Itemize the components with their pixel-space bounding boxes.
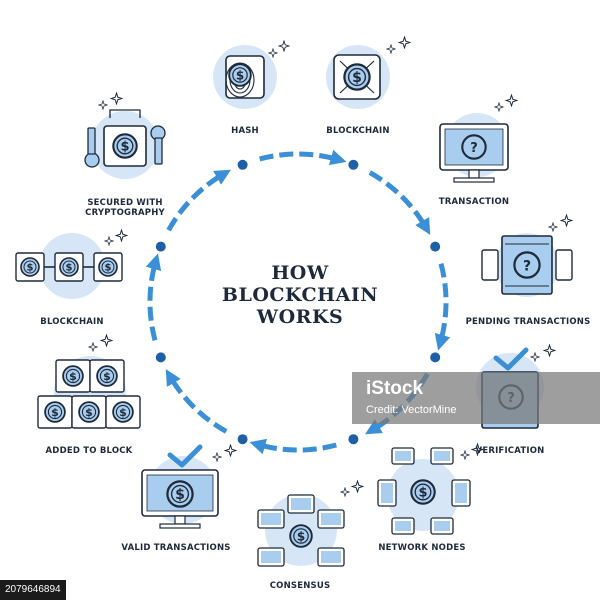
label-added-to-block: ADDED TO BLOCK <box>45 446 133 456</box>
label-hash: HASH <box>231 126 259 136</box>
cycle-dot <box>348 159 359 170</box>
label-verification: VERIFICATION <box>475 446 545 456</box>
label-consensus: CONSENSUS <box>269 581 331 591</box>
network-nodes-icon <box>377 443 484 535</box>
label-blockchain-left: BLOCKCHAIN <box>40 317 104 327</box>
cycle-dot <box>237 159 248 170</box>
cycle-ring <box>145 149 451 455</box>
cycle-dot <box>348 434 359 445</box>
cycle-arrow-segment <box>249 438 337 455</box>
cycle-dot <box>237 434 248 445</box>
cycle-arrow-segment <box>368 170 431 235</box>
watermark-banner: iStock Credit: VectorMine <box>352 372 600 424</box>
monitor-question-icon <box>439 94 518 183</box>
label-secured-line-2: CRYPTOGRAPHY <box>85 208 165 218</box>
watermark-brand: iStock <box>366 378 424 399</box>
consensus-nodes-icon <box>257 480 364 567</box>
cycle-dot <box>155 241 166 252</box>
cycle-arrow-segment <box>259 149 347 166</box>
title-line-1: HOW <box>271 262 329 284</box>
cycle-arrow-segment <box>434 263 451 351</box>
label-blockchain-top: BLOCKCHAIN <box>326 126 390 136</box>
label-secured-line-1: SECURED WITH <box>87 198 163 208</box>
label-pending-transactions: PENDING TRANSACTIONS <box>465 317 591 327</box>
label-network-nodes: NETWORK NODES <box>378 543 466 553</box>
diagram-title: HOW BLOCKCHAIN WORKS <box>222 262 378 328</box>
label-valid-transactions: VALID TRANSACTIONS <box>121 543 231 553</box>
cycle-dot <box>430 241 441 252</box>
label-transaction: TRANSACTION <box>438 197 510 207</box>
block-stack-icon <box>37 334 141 429</box>
cycle-arrow-segment <box>145 253 162 341</box>
cycle-dot <box>155 352 166 363</box>
stock-id: 2079646894 <box>0 580 66 600</box>
fingerprint-icon <box>213 40 290 109</box>
valid-monitor-icon <box>141 444 237 529</box>
key-lock-icon <box>84 92 166 179</box>
watermark-credit: Credit: VectorMine <box>366 404 457 416</box>
title-line-3: WORKS <box>256 306 344 328</box>
block-chain-row-icon <box>15 229 128 299</box>
cycle-arrow-segment <box>165 369 228 434</box>
title-line-2: BLOCKCHAIN <box>221 284 379 306</box>
pending-chain-icon <box>481 214 573 297</box>
cycle-arrow-segment <box>166 169 231 232</box>
blockchain-coin-icon <box>326 36 411 109</box>
cycle-dot <box>430 352 441 363</box>
label-secured-with-cryptography: SECURED WITH CRYPTOGRAPHY <box>85 198 165 218</box>
